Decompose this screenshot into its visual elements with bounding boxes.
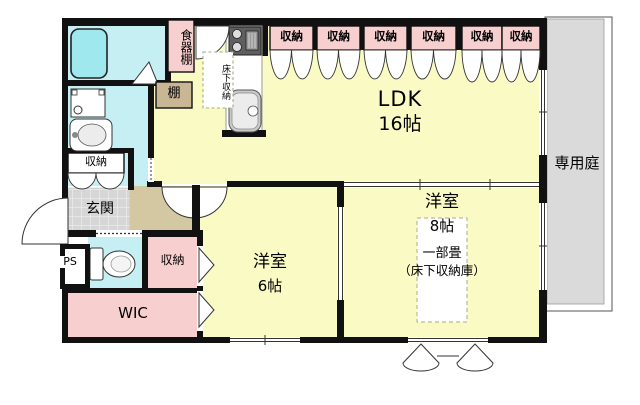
bedroom-divider-sliding [337, 207, 344, 300]
bedroom6-size-label: 6帖 [257, 277, 283, 295]
toilet-door [96, 230, 142, 237]
bathroom-door [130, 61, 159, 85]
hall-bedroom6-stub [192, 185, 200, 232]
kitchen-sink-icon [228, 89, 262, 133]
bedroom-closet-label: 収納 [160, 253, 185, 267]
washbasin-icon [69, 118, 113, 152]
washer-pan-icon [70, 88, 106, 118]
bedroom6-label: 洋室 [253, 252, 287, 272]
bedroom-closet-floor [148, 237, 197, 289]
entrance-label: 玄関 [86, 201, 114, 217]
toilet-icon [89, 247, 136, 281]
private-garden [544, 16, 613, 312]
bedroom8-note1-label: 一部畳 [422, 246, 462, 261]
wic-floor [68, 293, 197, 337]
closet-row [269, 25, 541, 83]
underfloor-storage-label: 床下収納 [220, 64, 230, 100]
closet-top-4-label: 収納 [422, 29, 445, 43]
dish-cabinet-label: 食器棚 [179, 29, 193, 65]
bathtub-icon [70, 28, 108, 79]
dish-cabinet-box [167, 19, 195, 73]
tatami-area-box [416, 217, 468, 323]
washroom-closet-label: 収納 [85, 155, 107, 168]
window-bedroom6-bottom [230, 335, 300, 345]
window-bedroom8-right [539, 203, 547, 290]
underfloor-storage-box [202, 51, 234, 109]
washroom-door [148, 158, 154, 182]
bedroom8-label: 洋室 [425, 192, 459, 212]
closet-doors [269, 49, 541, 83]
ldk-size-label: 16帖 [378, 113, 422, 135]
ldk-label: LDK [377, 87, 423, 111]
bedroom6-floor [196, 186, 342, 339]
bedroom8-note2-label: （床下収納庫） [398, 263, 486, 278]
stove-icon [228, 26, 262, 56]
folding-doors [197, 246, 215, 331]
washroom-closet [67, 152, 125, 190]
closet-top-2-label: 収納 [327, 29, 350, 43]
shelf-label: 棚 [167, 86, 181, 101]
kitchen-door [195, 25, 230, 60]
closet-top-1-label: 収納 [280, 29, 303, 43]
entrance-door [21, 197, 69, 245]
closet-top-3-label: 収納 [374, 29, 397, 43]
wic-label: WIC [118, 304, 148, 322]
closet-top-6-label: 収納 [509, 29, 533, 43]
bedroom8-size-label: 8帖 [429, 217, 455, 235]
pipe-space-label: PS [55, 255, 85, 269]
shelf-box [155, 81, 193, 109]
bay-window-bedroom8 [402, 337, 494, 372]
closet-top-5-label: 収納 [470, 29, 494, 43]
ldk-bedroom8-partition [344, 179, 539, 190]
entrance-floor [67, 187, 131, 233]
garden-label: 専用庭 [554, 154, 600, 172]
window-ldk-right [539, 70, 547, 155]
